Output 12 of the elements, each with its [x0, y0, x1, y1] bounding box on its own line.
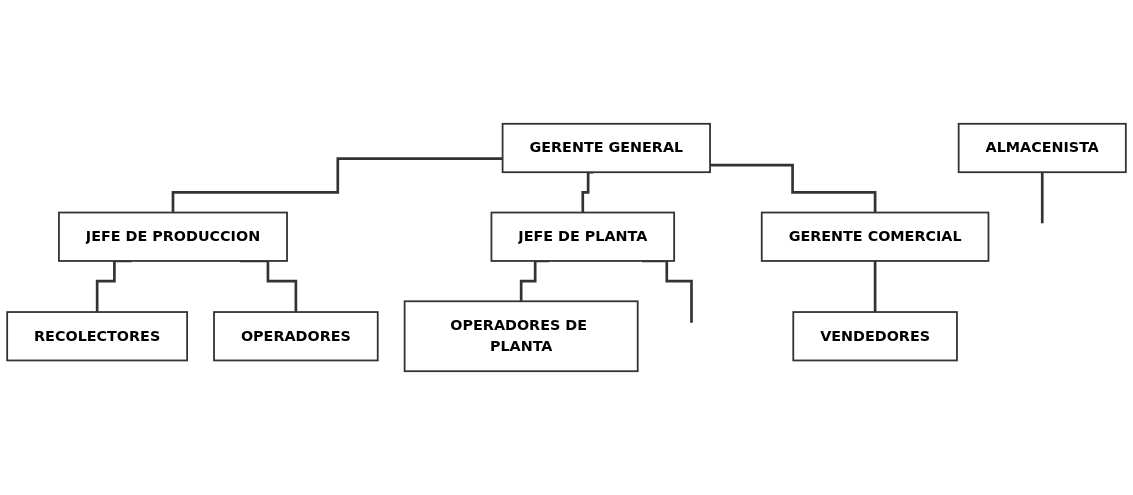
node-box: GERENTE COMERCIAL [760, 211, 990, 262]
connector [873, 259, 877, 314]
node-box: OPERADORES DE PLANTA [403, 300, 639, 373]
node-box: VENDEDORES [792, 311, 958, 362]
node-box: GERENTE GENERAL [501, 122, 711, 174]
connector [171, 157, 503, 214]
node-box: ALMACENISTA [957, 122, 1127, 174]
node-box: JEFE DE PLANTA [490, 211, 676, 262]
connector [710, 163, 877, 214]
node-box: OPERADORES [213, 311, 379, 362]
node-box: RECOLECTORES [6, 311, 189, 362]
node-box: JEFE DE PRODUCCION [58, 211, 288, 262]
